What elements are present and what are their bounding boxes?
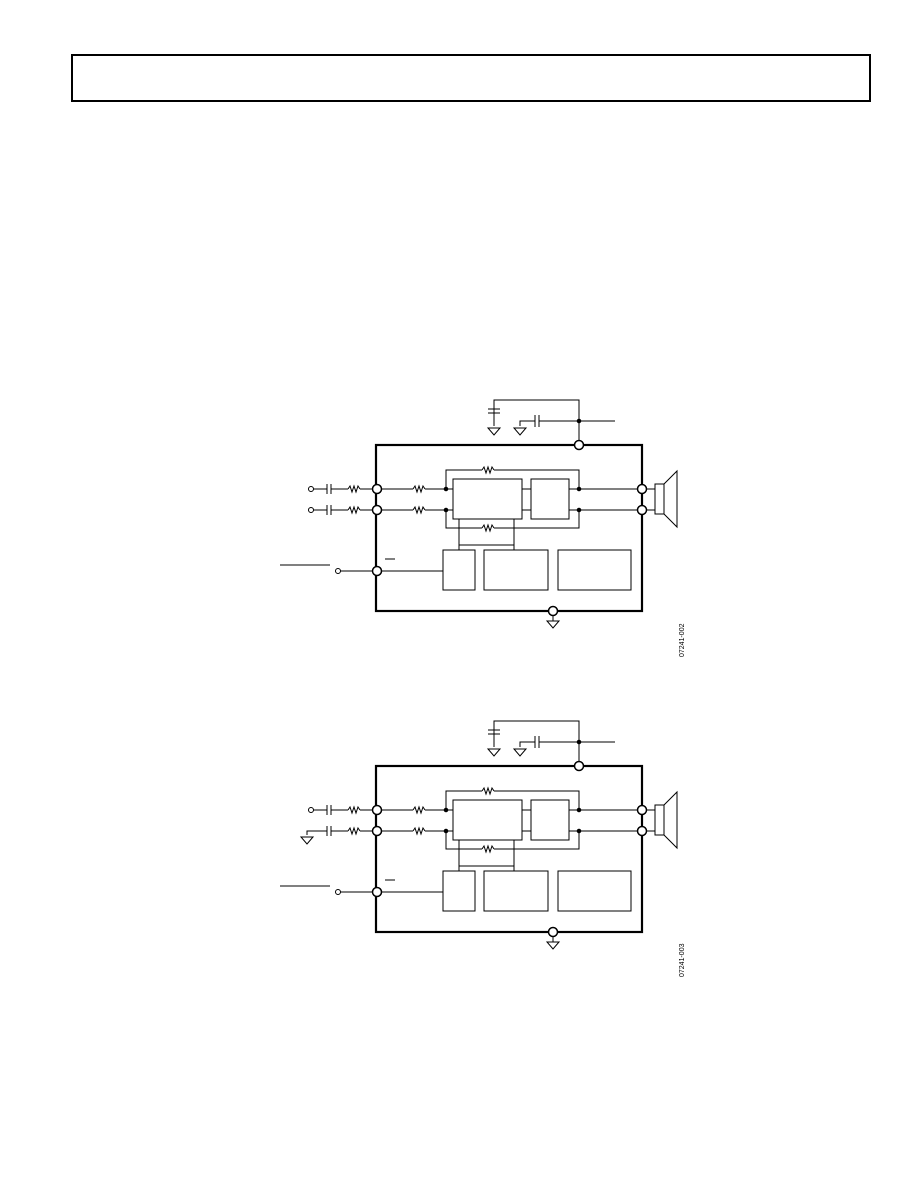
in-minus-pin — [371, 825, 383, 837]
ground-icon — [545, 937, 561, 950]
ground-icon — [545, 616, 561, 629]
oscillator-block — [483, 549, 549, 591]
out-minus-pin — [636, 825, 648, 837]
shutdown-control-block — [442, 549, 476, 591]
supply-decoupling-network — [486, 720, 615, 765]
h-bridge-block — [530, 799, 570, 841]
amplifier-chip-outline — [374, 443, 644, 613]
bias-block — [557, 870, 632, 912]
shutdown-input — [280, 879, 443, 895]
internal-signal-path — [381, 465, 638, 591]
shutdown-input — [280, 558, 443, 574]
input-network — [308, 484, 373, 515]
shutdown-pin — [371, 886, 383, 898]
vdd-pin — [573, 439, 585, 451]
oscillator-block — [483, 870, 549, 912]
gnd-pin — [547, 605, 559, 617]
amplifier-chip-outline — [374, 764, 644, 934]
gnd-pin — [547, 926, 559, 938]
input-network — [299, 805, 373, 845]
schematic-differential-input — [280, 399, 678, 629]
figure-2-id-label: 07241-003 — [679, 943, 686, 977]
shutdown-control-block — [442, 870, 476, 912]
page-header-box — [71, 54, 871, 102]
vdd-pin — [573, 760, 585, 772]
internal-signal-path — [381, 786, 638, 912]
out-plus-pin — [636, 804, 648, 816]
bias-block — [557, 549, 632, 591]
h-bridge-block — [530, 478, 570, 520]
speaker-icon — [646, 469, 678, 529]
input-ground-icon — [299, 836, 315, 845]
schematic-single-ended-input — [280, 720, 678, 950]
speaker-icon — [646, 790, 678, 850]
supply-decoupling-network — [486, 399, 615, 444]
in-plus-pin — [371, 804, 383, 816]
modulator-block — [452, 799, 523, 841]
modulator-block — [452, 478, 523, 520]
